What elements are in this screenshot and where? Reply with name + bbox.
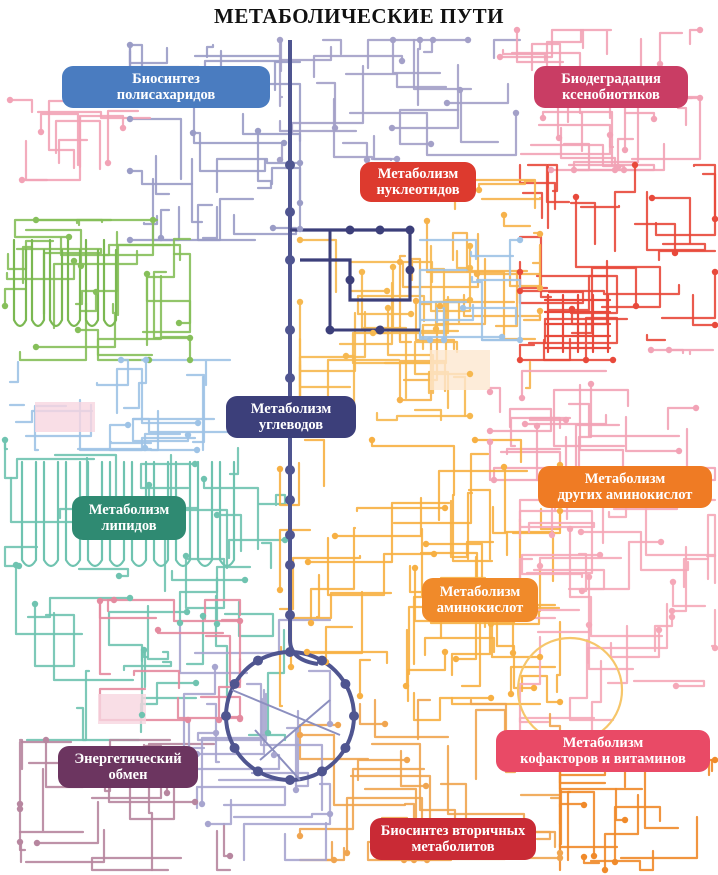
page-title: МЕТАБОЛИЧЕСКИЕ ПУТИ bbox=[214, 4, 504, 28]
label-nucleotide-metabolism[interactable]: Метаболизм нуклеотидов bbox=[360, 162, 476, 202]
pathway-nodes bbox=[1, 26, 718, 874]
label-xenobiotic-biodegradation[interactable]: Биодеградация ксенобиотиков bbox=[534, 66, 688, 108]
label-carbohydrate-metabolism[interactable]: Метаболизм углеводов bbox=[226, 396, 356, 438]
label-secondary-metabolite-biosynthesis[interactable]: Биосинтез вторичных метаболитов bbox=[370, 818, 536, 860]
label-polysaccharide-biosynthesis[interactable]: Биосинтез полисахаридов bbox=[62, 66, 270, 108]
label-amino-acid-metabolism[interactable]: Метаболизм аминокислот bbox=[422, 578, 538, 622]
label-other-amino-acid-metabolism[interactable]: Метаболизм других аминокислот bbox=[538, 466, 712, 508]
label-energy-metabolism[interactable]: Энергетический обмен bbox=[58, 746, 198, 788]
label-cofactor-vitamin-metabolism[interactable]: Метаболизм кофакторов и витаминов bbox=[496, 730, 710, 772]
label-lipid-metabolism[interactable]: Метаболизм липидов bbox=[72, 496, 186, 540]
